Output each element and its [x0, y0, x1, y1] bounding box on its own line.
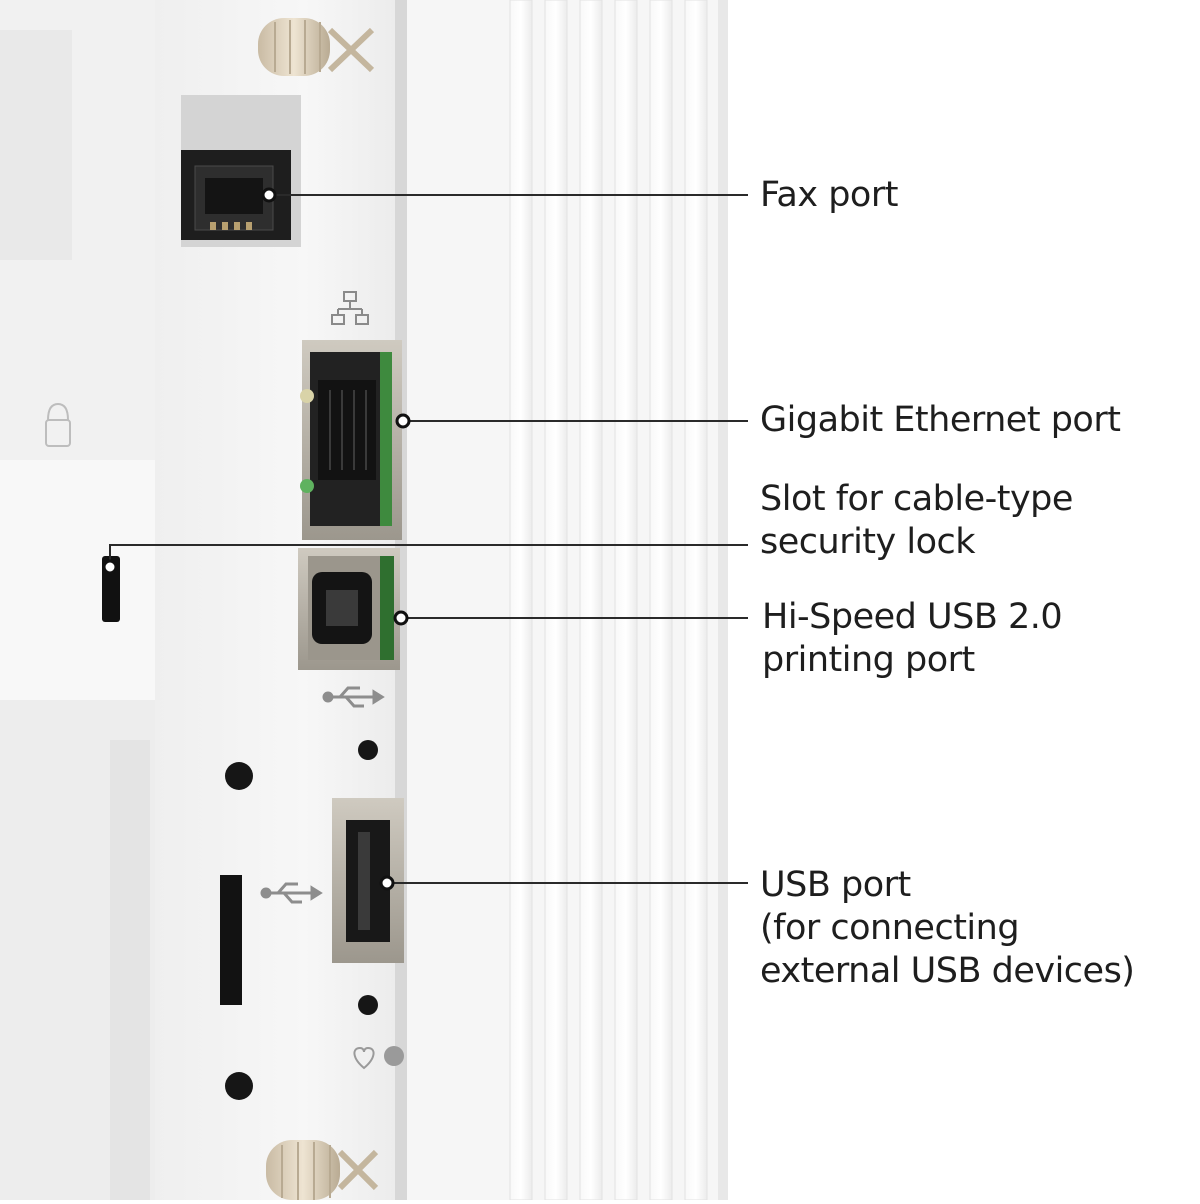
- thumbscrew-icon: [266, 1140, 379, 1200]
- heart-icon: [353, 1046, 404, 1070]
- panel-hole: [225, 762, 253, 790]
- callout-usb-host-port: USB port (for connecting external USB de…: [760, 864, 1135, 993]
- usb-icon: [260, 882, 323, 904]
- callout-text: (for connecting: [760, 908, 1020, 948]
- callout-text: Fax port: [760, 175, 898, 215]
- panel-hole: [225, 1072, 253, 1100]
- panel-hole: [358, 995, 378, 1015]
- callout-text: Gigabit Ethernet port: [760, 400, 1121, 440]
- ethernet-port: [300, 340, 402, 540]
- callout-fax-port: Fax port: [760, 174, 898, 217]
- leader-usb-host: [379, 875, 748, 891]
- callout-text: Hi-Speed USB 2.0: [762, 597, 1063, 637]
- leader-lock: [102, 544, 748, 575]
- housing-recess: [0, 30, 72, 260]
- panel-hole: [358, 740, 378, 760]
- callout-security-lock: Slot for cable-type security lock: [760, 478, 1073, 564]
- callout-ethernet-port: Gigabit Ethernet port: [760, 399, 1121, 442]
- ribbed-cover: [407, 0, 728, 1201]
- leader-fax: [261, 187, 748, 203]
- callout-text: security lock: [760, 522, 976, 562]
- callout-text: Slot for cable-type: [760, 479, 1073, 519]
- callout-text: external USB devices): [760, 951, 1135, 991]
- leader-usb-printing: [393, 610, 748, 626]
- fax-port: [181, 95, 301, 247]
- lock-icon: [45, 402, 71, 447]
- callout-text: USB port: [760, 865, 911, 905]
- panel-slot: [220, 875, 242, 1005]
- callout-text: printing port: [762, 640, 975, 680]
- network-icon: [331, 291, 369, 325]
- thumbscrew-icon: [258, 18, 375, 76]
- housing-edge: [110, 740, 150, 1200]
- usb-icon: [322, 686, 385, 708]
- usb-b-port: [298, 548, 400, 670]
- leader-ethernet: [395, 413, 748, 429]
- callout-usb-printing-port: Hi-Speed USB 2.0 printing port: [762, 596, 1063, 682]
- housing-ledge: [0, 460, 170, 710]
